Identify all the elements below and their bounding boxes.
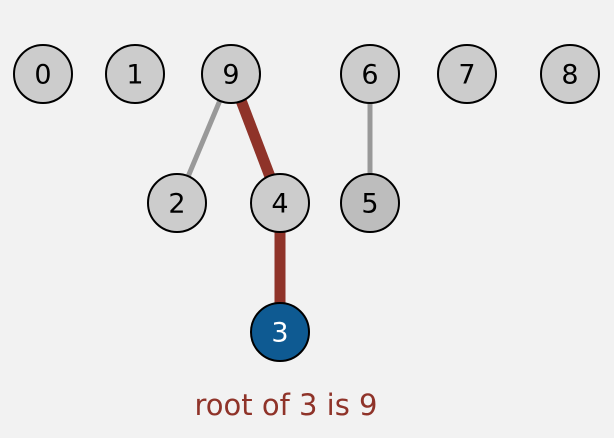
node-1: 1	[105, 44, 165, 104]
node-label-5: 5	[361, 189, 378, 220]
node-circle-0	[13, 44, 73, 104]
node-3: 3	[250, 302, 310, 362]
caption-root-result: root of 3 is 9	[194, 388, 377, 422]
node-7: 7	[437, 44, 497, 104]
node-circle-5	[340, 173, 400, 233]
node-0: 0	[13, 44, 73, 104]
node-circle-6	[340, 44, 400, 104]
node-circle-9	[201, 44, 261, 104]
node-9: 9	[201, 44, 261, 104]
node-2: 2	[147, 173, 207, 233]
node-circle-8	[540, 44, 600, 104]
node-circle-2	[147, 173, 207, 233]
nodes-layer: 0 1 9 6 7 8 2 4 5 3	[13, 44, 600, 362]
node-4: 4	[250, 173, 310, 233]
node-circle-1	[105, 44, 165, 104]
node-label-0: 0	[34, 60, 51, 91]
node-circle-4	[250, 173, 310, 233]
node-8: 8	[540, 44, 600, 104]
node-label-9: 9	[222, 60, 239, 91]
node-label-6: 6	[361, 60, 378, 91]
node-label-3: 3	[271, 318, 288, 349]
node-label-1: 1	[126, 60, 143, 91]
node-label-7: 7	[458, 60, 475, 91]
node-6: 6	[340, 44, 400, 104]
node-label-2: 2	[168, 189, 185, 220]
node-circle-3	[250, 302, 310, 362]
node-5: 5	[340, 173, 400, 233]
node-label-8: 8	[561, 60, 578, 91]
node-label-4: 4	[271, 189, 288, 220]
node-circle-7	[437, 44, 497, 104]
